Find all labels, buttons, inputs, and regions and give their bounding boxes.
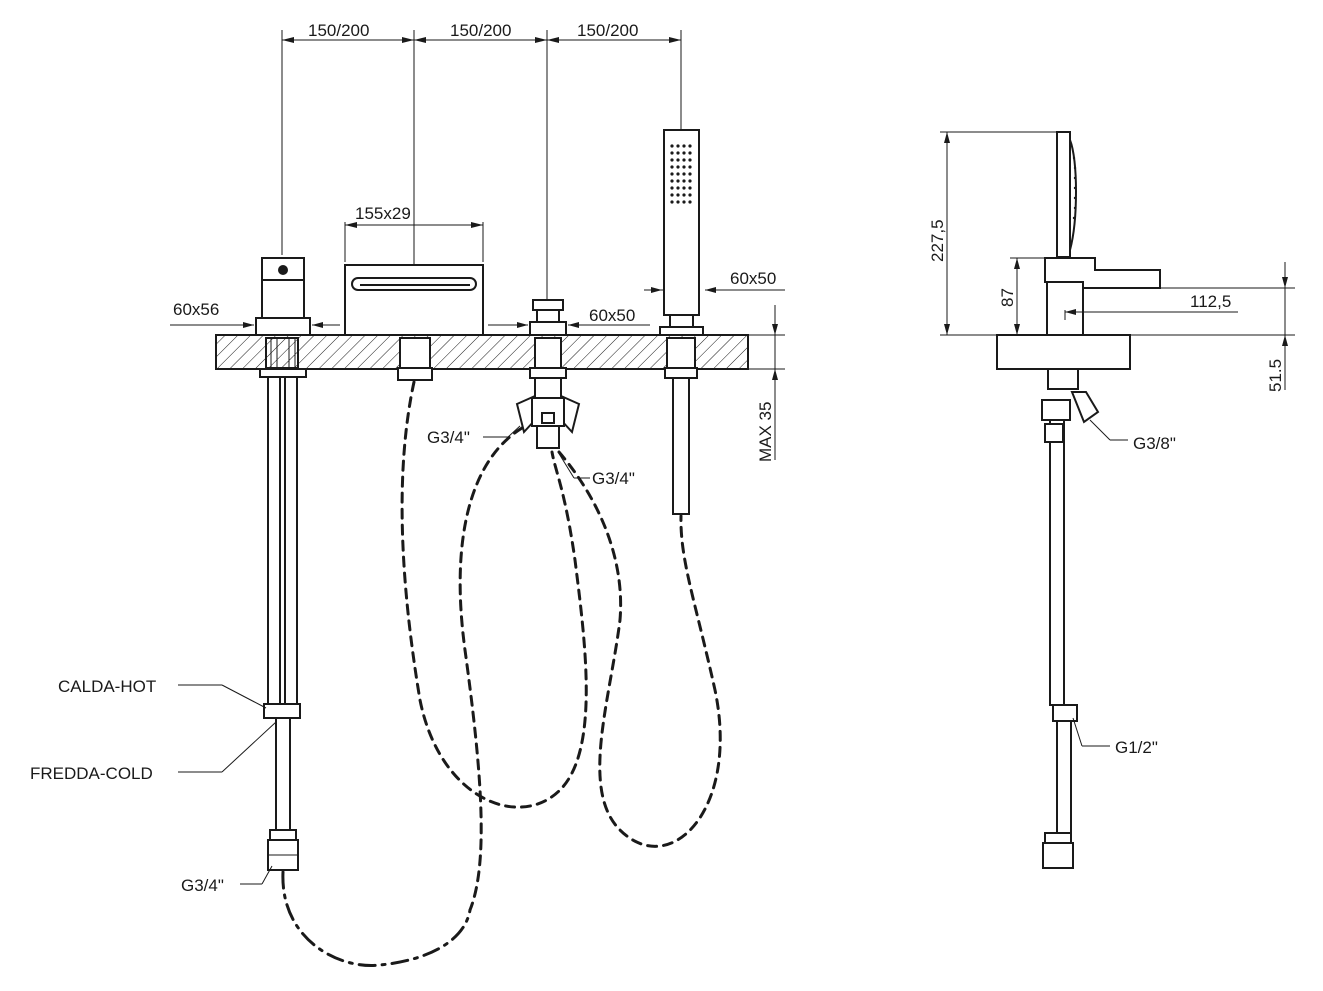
- cold-label: FREDDA-COLD: [30, 764, 153, 783]
- diverter-base-label: 60x50: [589, 306, 635, 325]
- top-dimension-chain: 150/200 150/200 150/200: [281, 21, 682, 335]
- mixer-handle: [255, 257, 311, 378]
- front-view: 150/200 150/200 150/200 60x56: [30, 21, 785, 968]
- dim-label-1: 150/200: [308, 21, 369, 40]
- shower-base-label: 60x50: [730, 269, 776, 288]
- spout-reach-label: 112,5: [1190, 292, 1231, 311]
- diverter-hose: [458, 426, 524, 912]
- side-offset-dim: 51.5: [1130, 262, 1295, 392]
- supply-hose: [281, 870, 472, 968]
- shower-nozzle-grid: [670, 144, 692, 204]
- supply-pipes: [263, 376, 301, 871]
- hot-label: CALDA-HOT: [58, 677, 156, 696]
- diverter-left-thread: G3/4": [427, 428, 470, 447]
- side-thread-supply-label: G1/2": [1115, 738, 1158, 757]
- side-offset-label: 51.5: [1266, 359, 1285, 392]
- handle-base-label: 60x56: [173, 300, 219, 319]
- diverter-right-thread: G3/4": [592, 469, 635, 488]
- diverter: 60x50 G3/4" G3/4": [427, 299, 650, 488]
- side-height-lever-dim: 87: [998, 257, 1044, 335]
- max-deck-label: MAX 35: [756, 402, 775, 462]
- deck-section: [215, 334, 749, 370]
- handle-base-dim: 60x56: [170, 300, 340, 328]
- side-view: 227,5 87 112,5 51.5 G3/8": [928, 131, 1295, 869]
- hand-shower: 60x50: [644, 129, 785, 515]
- height-lever-label: 87: [998, 288, 1017, 307]
- side-height-total-dim: 227,5: [928, 131, 1056, 336]
- side-thread-small-label: G3/8": [1133, 434, 1176, 453]
- side-deck: [996, 334, 1131, 370]
- max-deck-dim: MAX 35: [748, 305, 785, 462]
- spout-hose: [400, 380, 588, 809]
- spout-size-label: 155x29: [355, 204, 411, 223]
- dim-label-2: 150/200: [450, 21, 511, 40]
- side-thread-leaders: G3/8" G1/2": [1072, 419, 1176, 757]
- dim-label-3: 150/200: [577, 21, 638, 40]
- supply-thread-label: G3/4": [181, 876, 224, 895]
- waterfall-spout: 155x29: [344, 204, 484, 381]
- shower-hose: [557, 450, 722, 848]
- height-total-label: 227,5: [928, 219, 947, 262]
- hot-cold-leaders: CALDA-HOT FREDDA-COLD G3/4": [30, 677, 277, 895]
- side-reach-dim: 112,5: [1064, 292, 1238, 320]
- flexible-hoses: [281, 380, 722, 968]
